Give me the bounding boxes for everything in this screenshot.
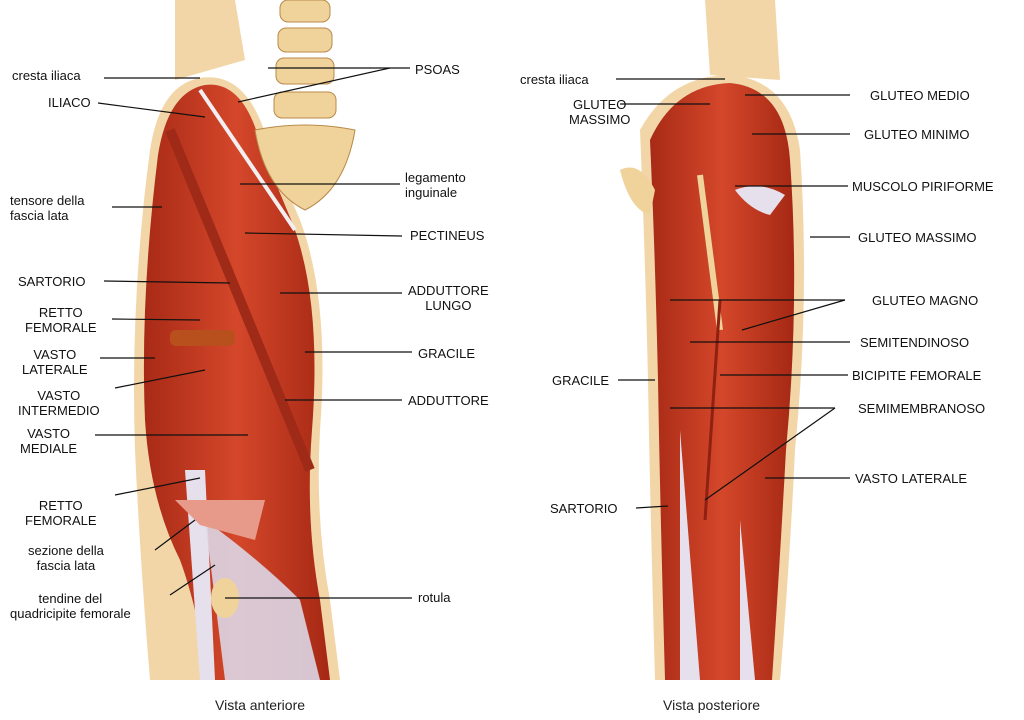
label-line: inguinale (405, 185, 458, 200)
label-cresta-iliaca-anterior: cresta iliaca (12, 68, 81, 83)
lumbar-spine (254, 0, 356, 211)
label-adduttore: ADDUTTORE (408, 393, 489, 408)
label-line: VASTO (33, 347, 77, 362)
label-line: legamento (405, 170, 466, 185)
caption-posterior: Vista posteriore (663, 697, 761, 713)
label-line: MASSIMO (569, 112, 631, 127)
label-gluteo-magno: GLUTEO MAGNO (872, 293, 979, 308)
label-line: fascia lata (10, 208, 69, 223)
label-rotula: rotula (418, 590, 451, 605)
label-line: LATERALE (22, 362, 88, 377)
label-line: sezione della (28, 543, 104, 558)
label-line: FEMORALE (25, 320, 97, 335)
label-muscolo-piriforme: MUSCOLO PIRIFORME (852, 179, 994, 194)
label-psoas: PSOAS (415, 62, 460, 77)
label-gluteo-massimo-right: GLUTEO MASSIMO (858, 230, 977, 245)
label-gracile-posterior: GRACILE (552, 373, 610, 388)
label-line: FEMORALE (25, 513, 97, 528)
label-line: GLUTEO (572, 97, 627, 112)
label-line: tensore della (10, 193, 85, 208)
label-line: tendine del (38, 591, 103, 606)
posterior-leg (620, 0, 804, 680)
label-line: VASTO (27, 426, 70, 441)
label-line: fascia lata (36, 558, 96, 573)
label-gracile-anterior: GRACILE (418, 346, 476, 361)
label-cresta-iliaca-posterior: cresta iliaca (520, 72, 589, 87)
label-line: RETTO (38, 305, 83, 320)
label-semimembranoso: SEMIMEMBRANOSO (858, 401, 986, 416)
label-line: VASTO (37, 388, 81, 403)
label-semitendinoso: SEMITENDINOSO (860, 335, 970, 350)
label-line: ADDUTTORE (408, 283, 489, 298)
label-sartorio-posterior: SARTORIO (550, 501, 618, 516)
label-line: MEDIALE (20, 441, 78, 456)
leader-lines (95, 67, 850, 599)
label-line: RETTO (38, 498, 83, 513)
label-sartorio-anterior: SARTORIO (18, 274, 86, 289)
caption-anterior: Vista anteriore (215, 697, 306, 713)
label-vasto-laterale-posterior: VASTO LATERALE (855, 471, 967, 486)
label-line: LUNGO (425, 298, 472, 313)
label-line: quadricipite femorale (10, 606, 131, 621)
label-line: INTERMEDIO (18, 403, 100, 418)
label-gluteo-medio: GLUTEO MEDIO (870, 88, 970, 103)
label-pectineus: PECTINEUS (410, 228, 485, 243)
anterior-leg (134, 0, 356, 681)
label-iliaco: ILIACO (48, 95, 91, 110)
label-bicipite-femorale: BICIPITE FEMORALE (852, 368, 982, 383)
label-gluteo-minimo: GLUTEO MINIMO (864, 127, 970, 142)
